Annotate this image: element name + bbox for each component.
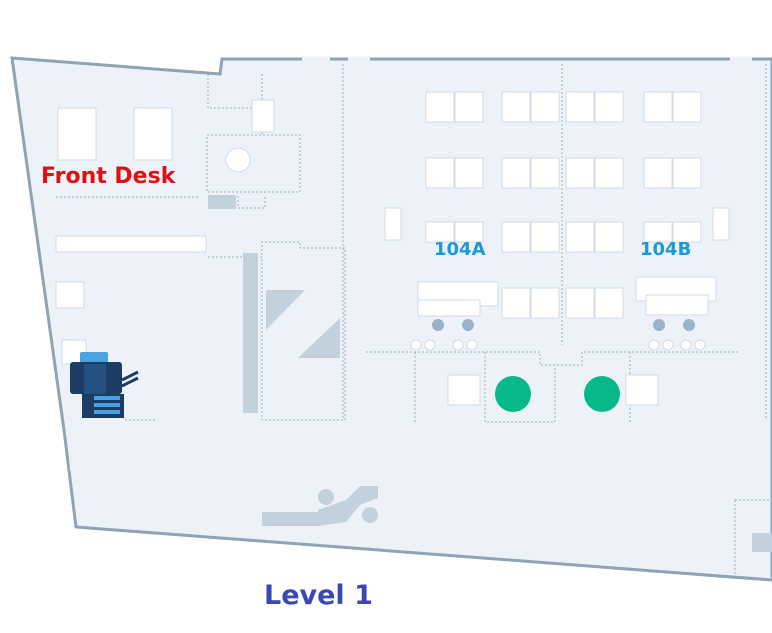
study-table xyxy=(672,157,702,189)
front-desk-label: Front Desk xyxy=(41,164,177,189)
study-table xyxy=(530,91,560,123)
room-104b-label: 104B xyxy=(640,239,691,260)
study-table xyxy=(501,287,531,319)
study-table xyxy=(565,157,595,189)
location-marker[interactable] xyxy=(584,376,620,412)
accessible-desks xyxy=(417,276,717,317)
study-table xyxy=(501,91,531,123)
study-table xyxy=(565,221,595,253)
study-table xyxy=(454,157,484,189)
study-tables xyxy=(425,91,702,319)
lounge-seating xyxy=(262,486,378,526)
stairs-icon xyxy=(208,195,772,552)
study-table xyxy=(643,157,673,189)
study-table xyxy=(501,157,531,189)
printer-icon[interactable] xyxy=(70,352,139,418)
study-table xyxy=(530,287,560,319)
seat-dots xyxy=(410,339,706,351)
accessible-seat-icon xyxy=(432,319,695,331)
study-table xyxy=(425,157,455,189)
location-marker[interactable] xyxy=(495,376,531,412)
building-floor xyxy=(10,56,772,582)
entrance-gap xyxy=(68,444,74,471)
study-table xyxy=(454,221,484,243)
interior-partitions xyxy=(56,64,772,575)
study-table xyxy=(425,221,455,243)
study-table xyxy=(454,91,484,123)
study-table xyxy=(594,91,624,123)
study-table xyxy=(594,157,624,189)
room-104a-label: 104A xyxy=(434,239,486,260)
study-table xyxy=(672,91,702,123)
study-table xyxy=(565,287,595,319)
study-table xyxy=(672,221,702,243)
study-table xyxy=(594,287,624,319)
study-table xyxy=(643,221,673,243)
study-table xyxy=(565,91,595,123)
study-table xyxy=(594,221,624,253)
study-table xyxy=(530,221,560,253)
study-table xyxy=(501,221,531,253)
study-table xyxy=(425,91,455,123)
round-table xyxy=(225,147,251,173)
study-table xyxy=(530,157,560,189)
study-table xyxy=(643,91,673,123)
level-label: Level 1 xyxy=(264,580,373,611)
